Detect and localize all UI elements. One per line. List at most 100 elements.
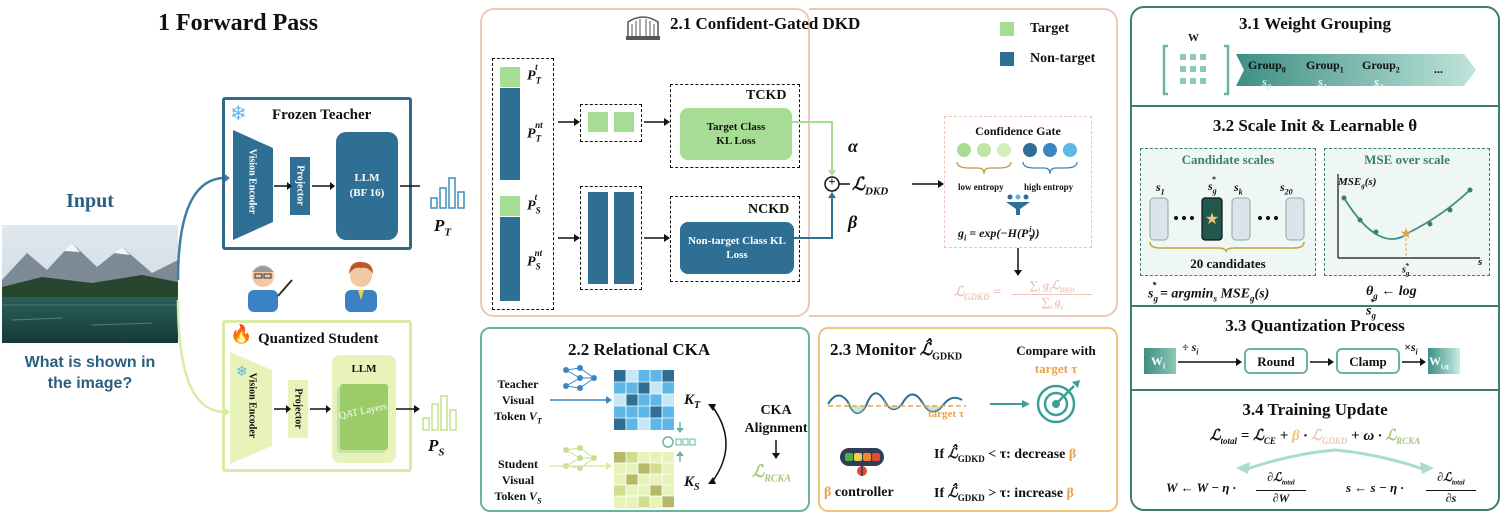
legend-nontarget-label: Non-target (1030, 51, 1096, 66)
teacher-llm-label: LLM (354, 172, 380, 184)
scale-1: s1 (1318, 74, 1328, 92)
mse-axis-s: s (1478, 256, 1483, 268)
tckd-input-sq2 (614, 112, 634, 132)
nckd-title: NCKD (748, 202, 790, 217)
ps-bar-icon (422, 395, 457, 431)
theta-formula: θg ← log sg* (1366, 284, 1417, 321)
cand-s1-label: s1 (1156, 180, 1165, 197)
cka-panel (480, 327, 810, 512)
snowflake-icon: ❄ (230, 103, 247, 125)
input-branch-arrows (176, 172, 230, 418)
high-entropy-label: high entropy (1024, 182, 1074, 192)
quantized-student-panel (222, 320, 412, 472)
candidate-scales-title: Candidate scales (1181, 152, 1275, 167)
mse-box (1324, 148, 1490, 276)
student-projector (288, 380, 308, 438)
weight-matrix-icon (1162, 44, 1230, 96)
cka-title: 2.2 Relational CKA (568, 340, 711, 359)
cka-down-arrow (772, 440, 780, 459)
student-encoder-label: Vision Encoder (246, 372, 258, 439)
ps-nt-label: PSnt (527, 248, 543, 272)
beta-controller-gauge-icon (840, 448, 884, 476)
alpha-label: α (848, 136, 858, 156)
teacher-network-icon (563, 365, 597, 391)
student-encoder-snowflake-icon: ❄ (236, 365, 248, 380)
legend-nontarget-swatch (1000, 52, 1014, 66)
mse-sg-star-label: sg* (1402, 262, 1410, 278)
cka-token-arrows (550, 396, 612, 470)
group-1: Group1 (1306, 58, 1344, 75)
tckd-box: Target Class KL Loss (680, 108, 792, 160)
tckd-input-sq1 (588, 112, 608, 132)
training-split-arrows (1236, 448, 1434, 474)
student-kernel-matrix (614, 452, 674, 508)
teacher-avatar-icon (248, 265, 293, 312)
low-entropy-label: low entropy (958, 182, 1004, 192)
student-avatar-icon (345, 261, 377, 312)
gate-title: Confidence Gate (975, 124, 1061, 138)
svg-text:★: ★ (1205, 211, 1219, 228)
update-w-fraction: ∂ℒtotal∂W (1256, 470, 1306, 506)
total-loss-formula: ℒtotal = ℒCE + β · ℒGDKD + ω · ℒRCKA (1209, 428, 1421, 446)
pt-nt-label: PTnt (527, 120, 543, 144)
scale-0: s0 (1262, 74, 1272, 92)
target-tau-line-label: target τ (928, 408, 964, 420)
l-rcka-label: ℒRCKA (752, 462, 791, 485)
mse-title: MSE over scale (1364, 152, 1450, 167)
student-encoder (230, 352, 272, 464)
ps-label: PS (428, 436, 445, 459)
cand-sk-label: sk (1234, 180, 1243, 197)
teacher-title: Frozen Teacher (272, 107, 372, 123)
kt-label: KT (684, 392, 701, 411)
l-dkd-label: ℒDKD (852, 174, 889, 198)
gate-icon (626, 16, 660, 40)
logits-dashed-box (492, 58, 554, 310)
pt-nontarget-bar (500, 88, 520, 180)
forward-pass-title: 1 Forward Pass (158, 10, 318, 36)
clamp-box: Clamp (1336, 348, 1400, 374)
w-label: W (1188, 32, 1199, 44)
candidate-count-label: 20 candidates (1190, 256, 1266, 271)
monitor-panel (818, 327, 1118, 512)
group-2: Group2 (1362, 58, 1400, 75)
cka-compare-icon (662, 422, 696, 462)
pt-bar-icon (430, 177, 465, 209)
pt-target-bar (500, 67, 520, 87)
wiq-box: Wi,q (1428, 348, 1460, 374)
teacher-arrows (274, 182, 420, 190)
quant-flow-arrows (1178, 358, 1426, 366)
svg-text:★: ★ (1400, 227, 1413, 242)
monitor-right-arrow (990, 400, 1030, 408)
update-s-fraction: ∂ℒtotal∂s (1426, 470, 1476, 506)
monitor-curve (827, 392, 966, 414)
fire-icon: 🔥 (230, 324, 253, 344)
dkd-panel (480, 8, 810, 317)
cand-sg-label: sg* (1208, 175, 1217, 196)
nckd-input-bar1 (588, 192, 608, 284)
divider-2 (1130, 305, 1500, 307)
mul-si-label: ×si (1404, 340, 1418, 357)
teacher-llm-box (336, 132, 398, 240)
rule-increase: If ℒ̂GDKD > τ: increase β (934, 486, 1074, 503)
teacher-encoder (233, 130, 273, 240)
argmin-formula: sg* = argmins MSEg(s) (1148, 280, 1270, 304)
nckd-input-bar2 (614, 192, 634, 284)
plus-sign: + (828, 174, 836, 189)
update-w: W ← W − η · (1166, 480, 1236, 495)
divider-1 (1130, 105, 1500, 107)
input-image (2, 225, 178, 343)
right-column-panel (1130, 6, 1500, 511)
qat-layers-box (340, 384, 388, 450)
frozen-teacher-panel (222, 97, 412, 250)
pt-t-label: PTt (527, 62, 542, 86)
tckd-dashed-box (670, 84, 800, 168)
nckd-input-box (580, 186, 642, 290)
nckd-box: Non-target Class KL Loss (680, 222, 794, 274)
weight-grouping-title: 3.1 Weight Grouping (1239, 14, 1391, 33)
pt-label: PT (434, 216, 452, 239)
teacher-encoder-label: Vision Encoder (246, 148, 258, 215)
teacher-kernel-matrix (614, 370, 674, 430)
student-arrows (274, 405, 420, 413)
